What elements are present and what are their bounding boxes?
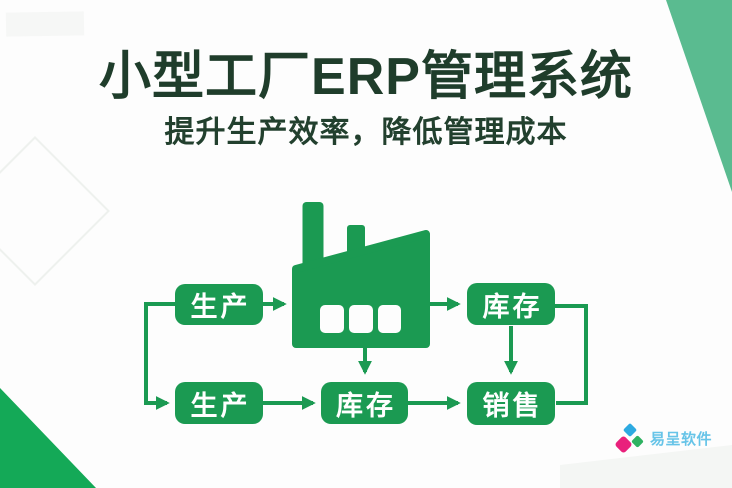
vendor-logo-icon [614,421,646,455]
factory-window [378,305,401,333]
corner-decoration-bottom-left [0,388,96,488]
node-production-bottom: 生产 [175,382,263,424]
node-sales-bottom: 销售 [467,382,555,425]
corner-decoration-top-right [666,0,732,192]
vendor-logo-text: 易呈软件 [650,430,713,448]
logo-diamond-green [631,435,644,448]
logo-diamond-blue [622,422,638,438]
page-title: 小型工厂ERP管理系统 [99,48,633,106]
factory-window [320,305,344,333]
node-inventory-bottom: 库存 [321,382,408,424]
arrow-production-top-to-production-bottom [144,302,175,410]
node-inventory-top: 库存 [467,283,555,325]
corner-decoration-bottom-right-faint [560,445,732,488]
logo-diamond-magenta [614,435,633,454]
node-production-top: 生产 [175,284,263,325]
factory-window [349,305,373,333]
page-subtitle: 提升生产效率，降低管理成本 [164,116,568,149]
flow-connectors [144,297,588,410]
factory-icon [292,202,430,348]
connector-right-loop [554,304,588,405]
vendor-logo: 易呈软件 [614,421,712,455]
